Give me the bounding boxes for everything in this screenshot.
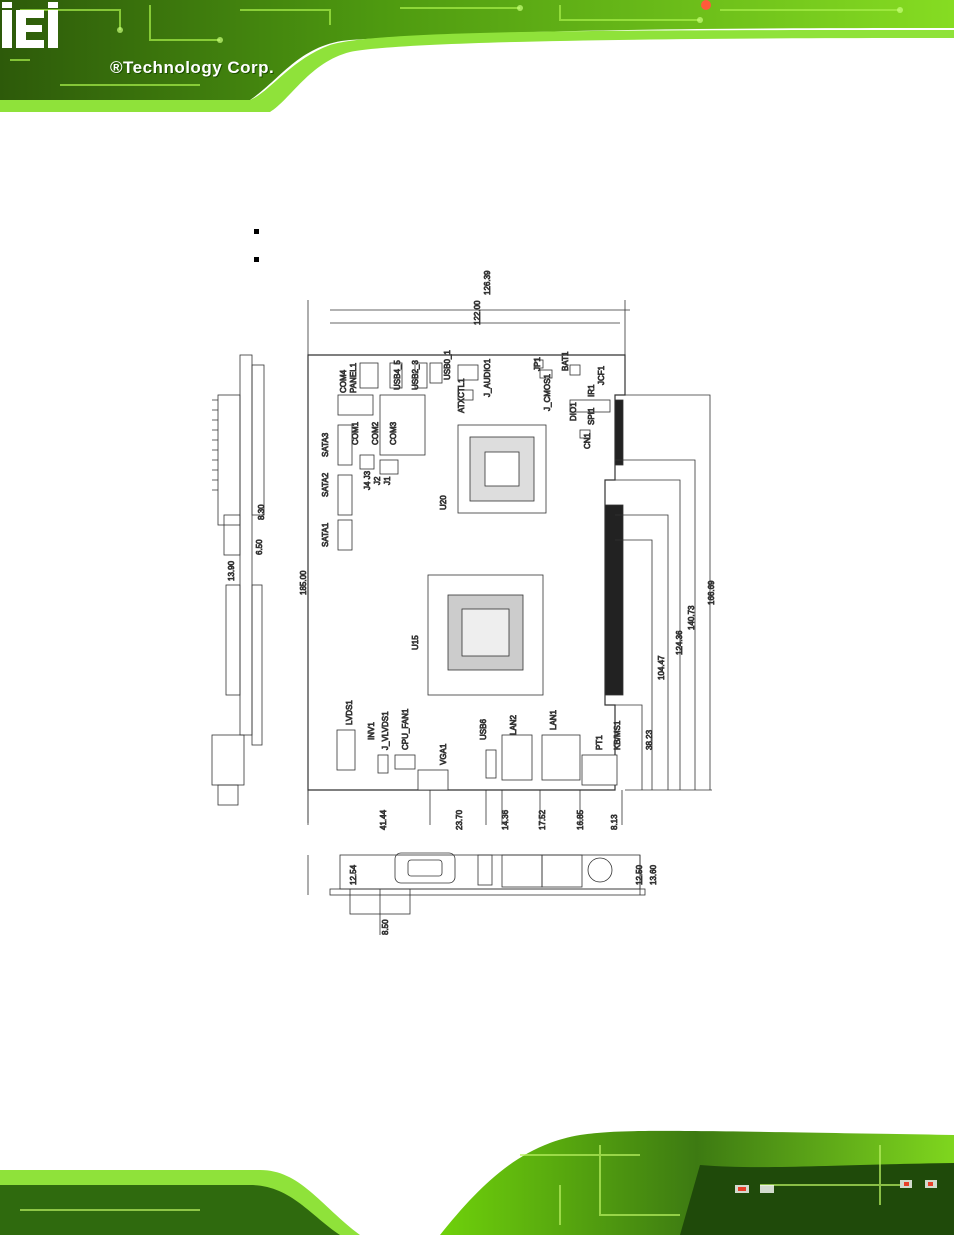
bullet-marker <box>254 257 259 262</box>
label-usb6: USB6 <box>479 719 488 740</box>
dim-122-00: 122.00 <box>473 300 482 325</box>
bottom-dimension-lines <box>307 790 623 825</box>
dim-14-36: 14.36 <box>501 809 510 830</box>
dim-12-50: 12.50 <box>635 864 644 885</box>
label-sata2: SATA2 <box>321 472 330 497</box>
dim-17-52: 17.52 <box>538 809 547 830</box>
chip-u15 <box>427 574 544 696</box>
side-view <box>211 354 265 806</box>
dim-166-69: 166.69 <box>707 580 716 605</box>
dim-140-73: 140.73 <box>687 605 696 630</box>
label-u15: U15 <box>411 635 420 650</box>
iei-logo <box>2 2 58 48</box>
label-sata1: SATA1 <box>321 522 330 547</box>
label-vga1: VGA1 <box>439 743 448 765</box>
label-com3: COM3 <box>389 421 398 445</box>
label-jp1: JP1 <box>533 357 542 371</box>
board-outline <box>307 300 630 823</box>
dim-13-60: 13.60 <box>649 864 658 885</box>
label-j4j3: J4 J3 <box>363 470 372 490</box>
right-dimension-lines <box>615 394 712 791</box>
dim-13-90: 13.90 <box>227 560 236 581</box>
chip-u20 <box>457 424 547 514</box>
label-j1: J1 <box>383 476 392 485</box>
dim-16-85: 16.85 <box>576 809 585 830</box>
label-cn1: CN1 <box>583 432 592 449</box>
label-panel1: PANEL1 <box>349 362 358 393</box>
dim-124-36: 124.36 <box>675 630 684 655</box>
header-circuit-graphic <box>0 0 954 112</box>
dim-8-50: 8.50 <box>381 919 390 935</box>
label-j2: J2 <box>373 476 382 485</box>
dim-126-39: 126.39 <box>483 270 492 295</box>
label-usb23: USB2_3 <box>411 360 420 390</box>
label-atxctl1: ATXCTL1 <box>457 378 466 413</box>
dim-8-30: 8.30 <box>257 504 266 520</box>
label-usb45: USB4_5 <box>393 360 402 390</box>
label-spi1: SPI1 <box>587 407 596 425</box>
label-pt1: PT1 <box>595 735 604 750</box>
label-com1: COM1 <box>351 421 360 445</box>
dim-12-54: 12.54 <box>349 864 358 885</box>
label-usb01: USB0_1 <box>443 350 452 380</box>
label-u20: U20 <box>439 495 448 510</box>
label-com2: COM2 <box>371 421 380 445</box>
dim-6-50: 6.50 <box>255 539 264 555</box>
dim-23-70: 23.70 <box>455 809 464 830</box>
brand-name: ®Technology Corp. <box>110 58 275 77</box>
dim-41-44: 41.44 <box>379 809 388 830</box>
label-lan1: LAN1 <box>549 709 558 730</box>
label-dio1: DIO1 <box>569 402 578 421</box>
dimension-labels: 126.39 122.00 166.69 140.73 124.36 104.4… <box>227 270 717 936</box>
small-connectors <box>336 359 618 791</box>
dim-104-47: 104.47 <box>657 655 666 680</box>
label-j-vlvds1: J_VLVDS1 <box>381 711 390 750</box>
component-labels: SATA1 SATA2 SATA3 COM1 COM2 COM3 COM4 PA… <box>321 349 623 765</box>
header-banner: ®Technology Corp. <box>0 0 954 112</box>
label-j-cmos1: J_CMOS1 <box>543 374 552 411</box>
edge-connector <box>604 399 624 696</box>
footer-circuit-graphic <box>0 1125 954 1235</box>
label-jcf1: JCF1 <box>597 365 606 385</box>
label-inv1: INV1 <box>367 722 376 740</box>
dim-185-00: 185.00 <box>299 570 308 595</box>
bullet-marker <box>254 229 259 234</box>
label-ir1: IR1 <box>587 384 596 397</box>
label-cpu-fan1: CPU_FAN1 <box>401 708 410 750</box>
footer-banner <box>0 1125 954 1235</box>
label-j-audio1: J_AUDIO1 <box>483 358 492 397</box>
dim-38-23: 38.23 <box>645 729 654 750</box>
label-sata3: SATA3 <box>321 432 330 457</box>
label-lan2: LAN2 <box>509 714 518 735</box>
dim-8-13: 8.13 <box>610 814 619 830</box>
label-kbms1: KB/MS1 <box>613 720 622 750</box>
label-com4: COM4 <box>339 369 348 393</box>
label-bat1: BAT1 <box>561 351 570 371</box>
io-panel-view <box>307 852 646 935</box>
board-dimension-drawing: 126.39 122.00 166.69 140.73 124.36 104.4… <box>190 270 750 965</box>
label-lvds1: LVDS1 <box>345 700 354 725</box>
